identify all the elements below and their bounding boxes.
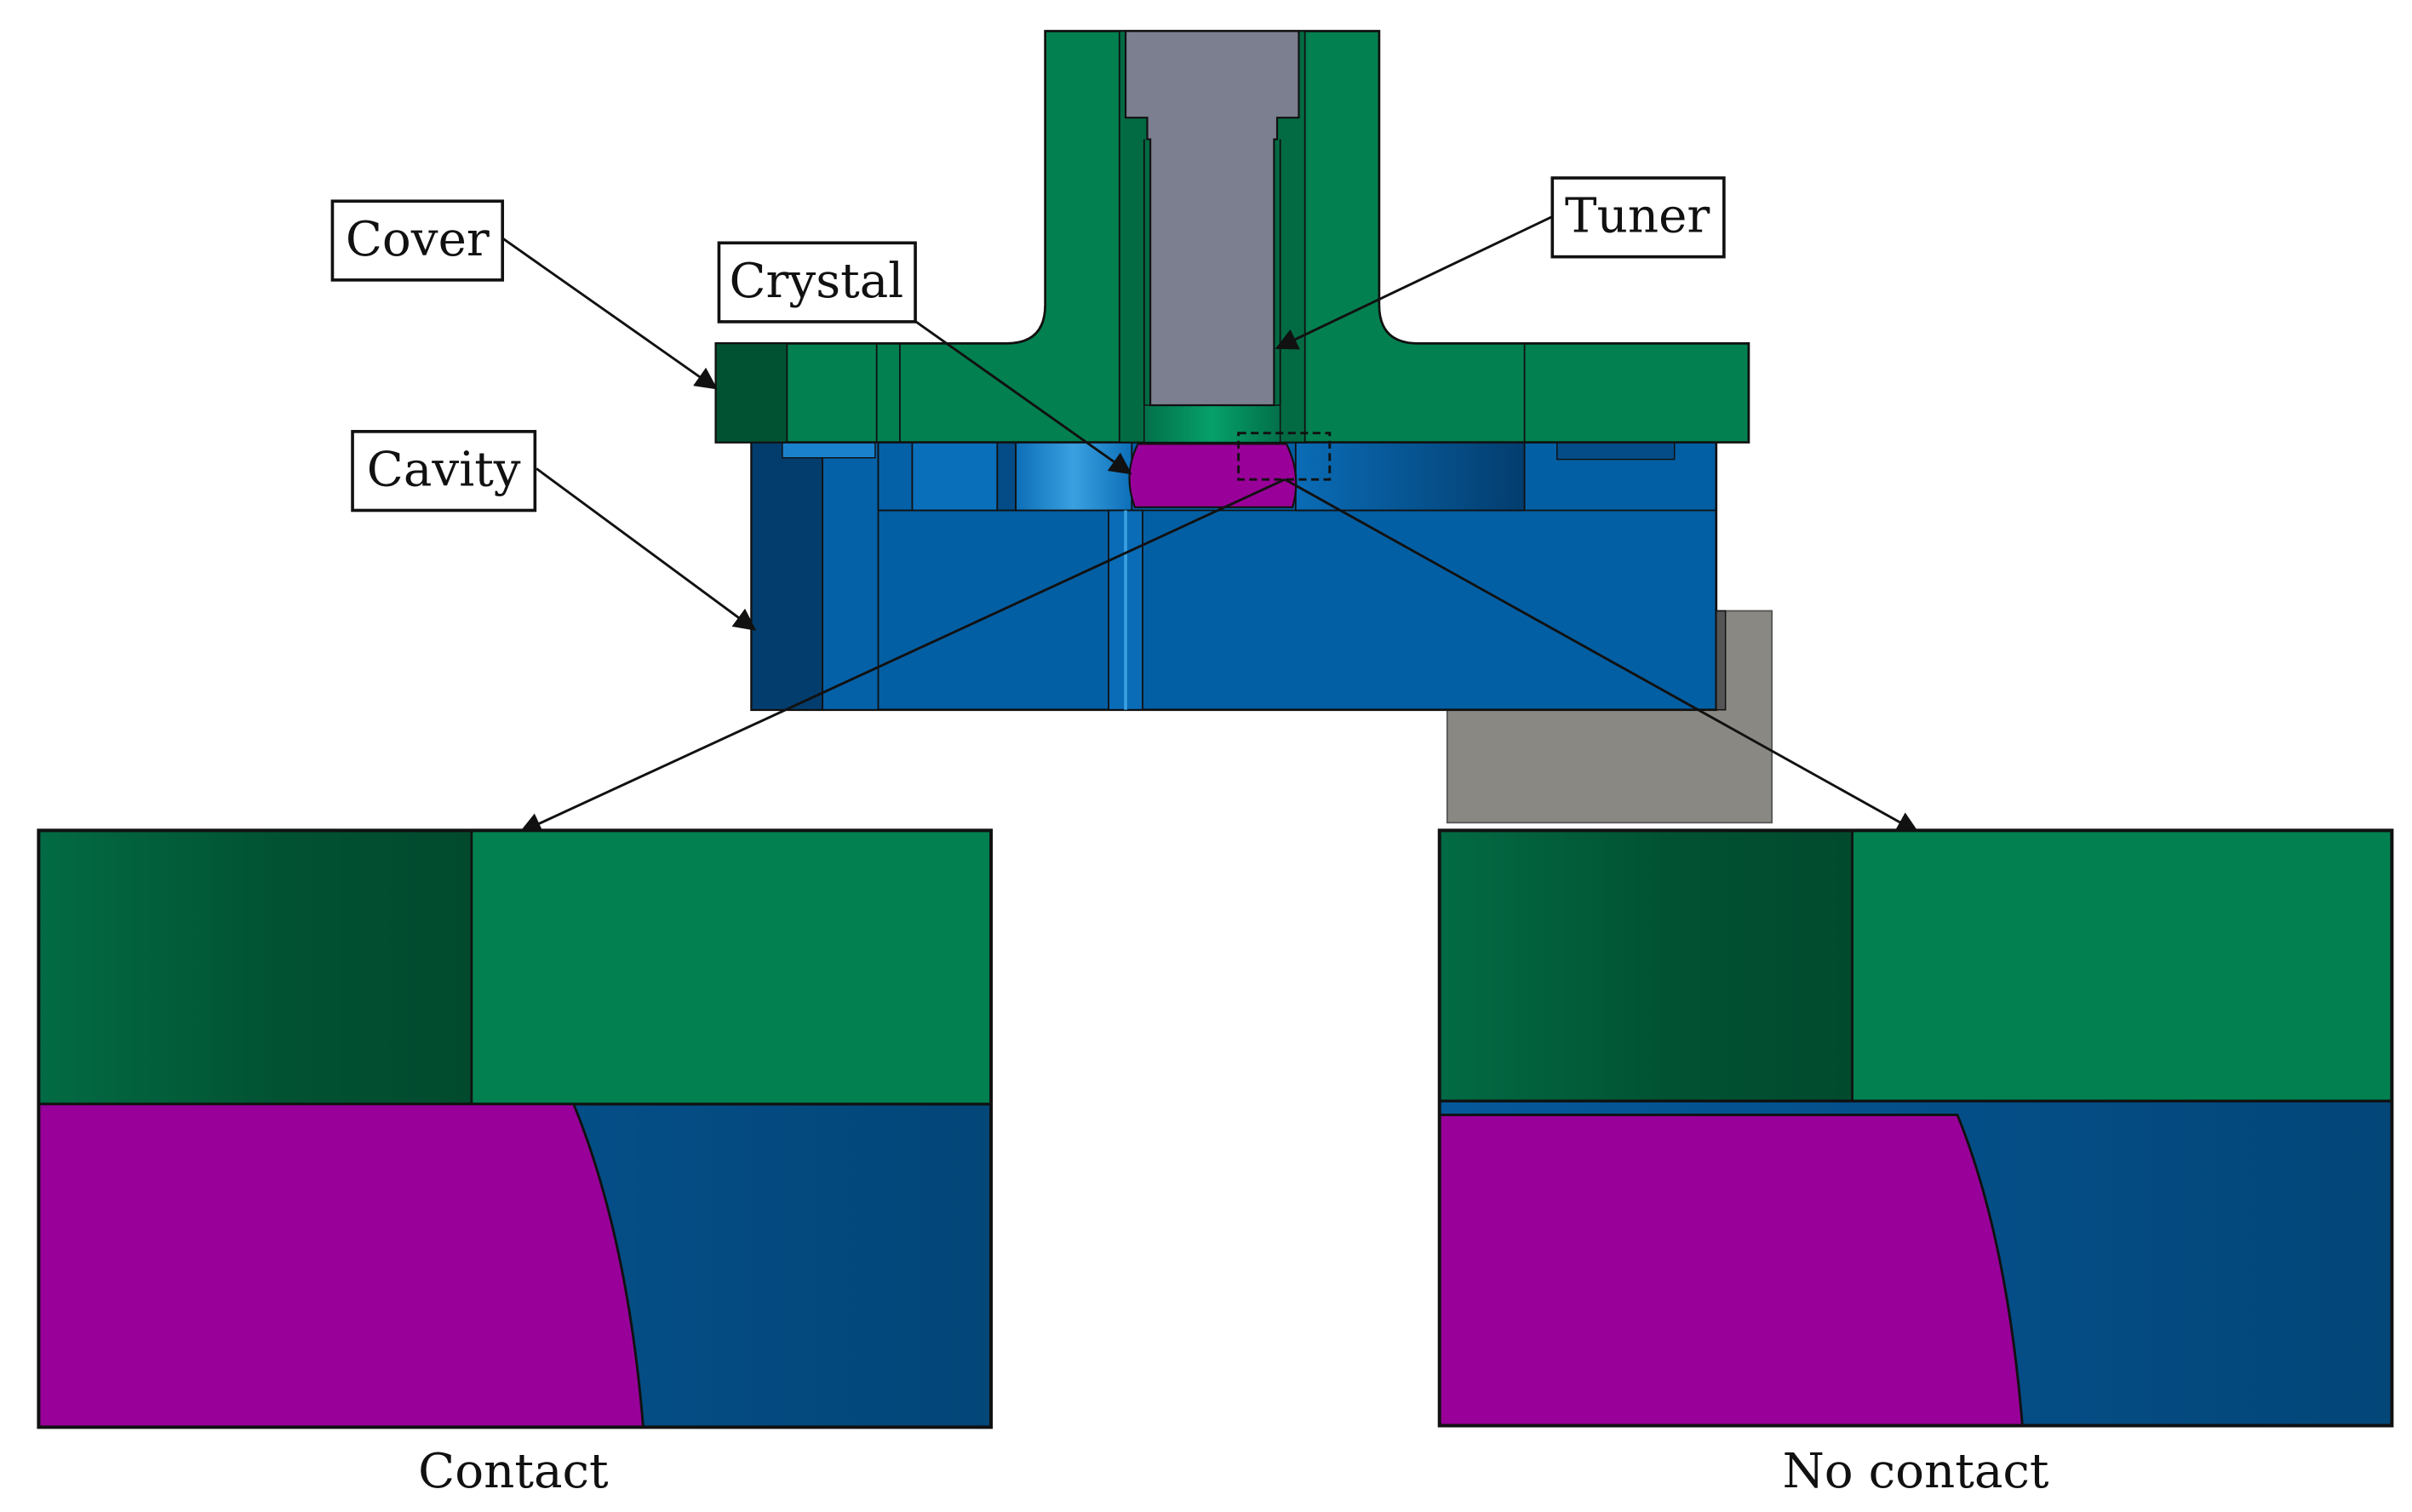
zoom-region-marker [1237,432,1332,481]
zoom-connector-lines [518,478,1920,834]
label-crystal: Crystal [717,241,917,324]
label-crystal-text: Crystal [729,254,903,309]
label-cover-text: Cover [346,212,490,267]
tuner-screw [1124,30,1300,407]
caption-contact: Contact [418,1444,609,1499]
label-leader-arrows [501,215,1553,631]
label-tuner: Tuner [1550,176,1726,259]
caption-no-contact: No contact [1783,1444,2049,1499]
crystal-shape [1128,443,1298,508]
label-cover: Cover [330,199,505,282]
label-tuner-text: Tuner [1565,189,1710,244]
zoom-panel-no-contact [1437,828,2394,1428]
label-cavity-text: Cavity [367,442,521,497]
zoom-panel-contact [37,828,994,1429]
label-cavity: Cavity [351,430,537,513]
